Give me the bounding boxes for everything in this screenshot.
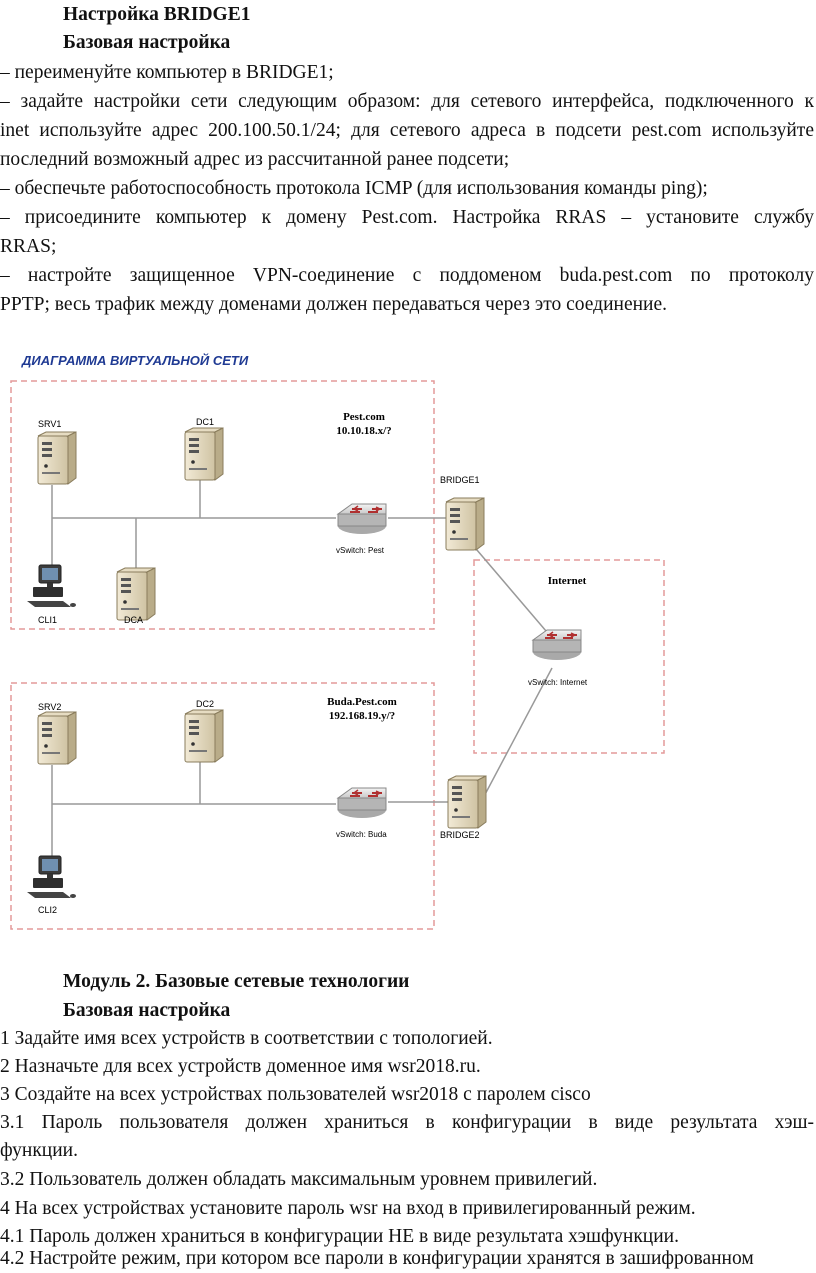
section2-line: 3.1 Пароль пользователя должен храниться… — [0, 1112, 814, 1133]
pest-network-box — [10, 380, 435, 630]
section1-line: – задайте настройки сети следующим образ… — [0, 91, 814, 112]
section2-line: 1 Задайте имя всех устройств в соответст… — [0, 1028, 493, 1049]
srv2-label: SRV2 — [38, 702, 61, 712]
pest-subnet-label: 10.10.18.x/? — [336, 425, 391, 437]
diagram-title: ДИАГРАММА ВИРТУАЛЬНОЙ СЕТИ — [21, 352, 249, 368]
bridge1-label: BRIDGE1 — [440, 475, 480, 485]
section2-line: 3.2 Пользователь должен обладать максима… — [0, 1169, 598, 1190]
section2-line: функции. — [0, 1140, 78, 1161]
section2-title: Модуль 2. Базовые сетевые технологии — [63, 971, 410, 992]
srv2-server-icon — [37, 711, 77, 765]
srv1-server-icon — [37, 431, 77, 485]
buda-domain-label: Buda.Pest.com — [327, 696, 397, 708]
cli2-pc-icon — [26, 855, 77, 899]
section1-line: последний возможный адрес из рассчитанно… — [0, 149, 510, 170]
section1-line: – переименуйте компьютер в BRIDGE1; — [0, 62, 334, 83]
vswitch-internet-icon — [532, 629, 582, 661]
section1-line: PPTP; весь трафик между доменами должен … — [0, 294, 668, 315]
pest-domain-label: Pest.com — [343, 411, 385, 423]
section2-line: 4 На всех устройствах установите пароль … — [0, 1198, 696, 1219]
cli2-label: CLI2 — [38, 905, 57, 915]
dca-server-icon — [116, 567, 156, 621]
bridge1-server-icon — [445, 497, 485, 551]
section1-subtitle: Базовая настройка — [63, 32, 231, 53]
dc2-server-icon — [184, 709, 224, 763]
vswitch-pest-label: vSwitch: Pest — [336, 546, 385, 555]
section1-line: inet используйте адрес 200.100.50.1/24; … — [0, 120, 814, 141]
section2-line: 4.2 Настройте режим, при котором все пар… — [0, 1248, 754, 1269]
bridge2-internet-link — [480, 667, 553, 803]
bridge2-label: BRIDGE2 — [440, 830, 480, 840]
vswitch-pest-icon — [337, 503, 387, 535]
bridge1-internet-link — [464, 535, 553, 639]
cli1-label: CLI1 — [38, 615, 57, 625]
dca-label: DCA — [124, 615, 143, 625]
internet-label: Internet — [548, 575, 587, 587]
dc2-label: DC2 — [196, 699, 214, 709]
vswitch-buda-label: vSwitch: Buda — [336, 830, 387, 839]
section2-subtitle: Базовая настройка — [63, 1000, 231, 1021]
dc1-server-icon — [184, 427, 224, 481]
section1-line: – присоедините компьютер к домену Pest.c… — [0, 207, 814, 228]
section2-line: 2 Назначьте для всех устройств доменное … — [0, 1056, 481, 1077]
internet-box — [473, 559, 665, 754]
vswitch-buda-icon — [337, 787, 387, 819]
section1-line: RRAS; — [0, 236, 57, 257]
section1-line: – обеспечьте работоспособность протокола… — [0, 178, 708, 199]
dc1-label: DC1 — [196, 417, 214, 427]
cli1-pc-icon — [26, 564, 77, 608]
buda-network-box — [10, 682, 435, 930]
section1-line: – настройте защищенное VPN-соединение с … — [0, 265, 814, 286]
srv1-label: SRV1 — [38, 419, 61, 429]
section2-line: 3 Создайте на всех устройствах пользоват… — [0, 1084, 591, 1105]
section2-line: 4.1 Пароль должен храниться в конфигурац… — [0, 1226, 679, 1247]
network-diagram: ДИАГРАММА ВИРТУАЛЬНОЙ СЕТИ Pest.com 10.1… — [10, 352, 665, 930]
vswitch-internet-label: vSwitch: Internet — [528, 678, 588, 687]
section1-title: Настройка BRIDGE1 — [63, 4, 251, 25]
bridge2-server-icon — [447, 775, 487, 829]
buda-subnet-label: 192.168.19.y/? — [329, 710, 395, 722]
